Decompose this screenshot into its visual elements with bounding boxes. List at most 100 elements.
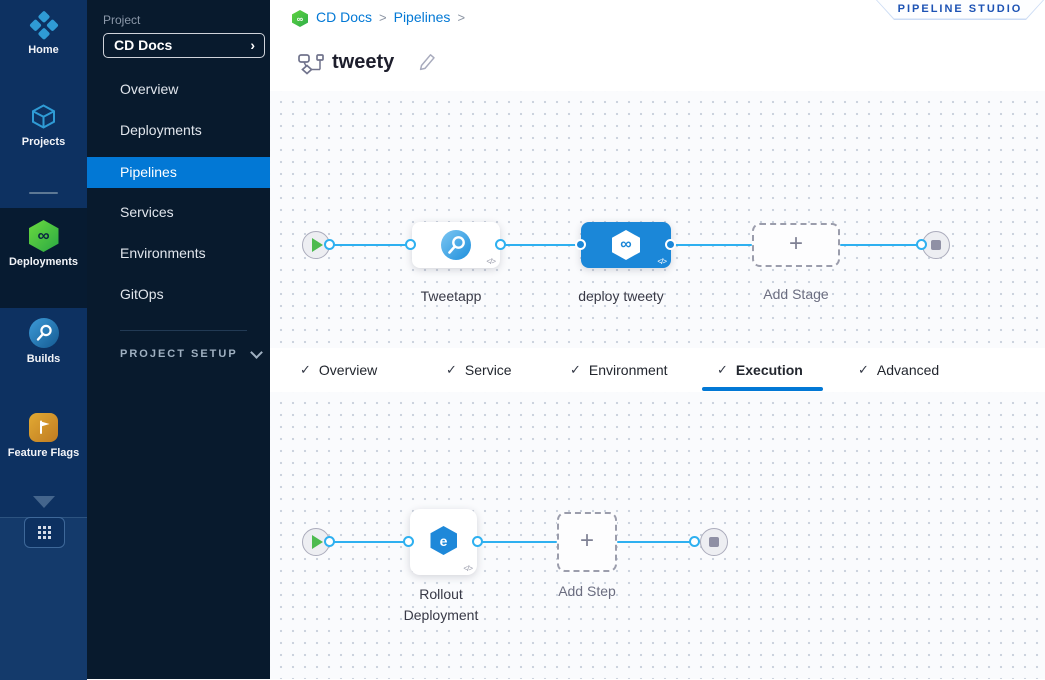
connector-line — [501, 243, 581, 246]
check-icon: ✓ — [570, 362, 581, 377]
rail-item-home[interactable]: Home — [0, 9, 87, 56]
add-stage-button[interactable]: + — [752, 223, 840, 267]
connector-port[interactable] — [665, 239, 676, 250]
pipeline-studio-badge-label: PIPELINE STUDIO — [877, 0, 1043, 19]
tab-environment[interactable]: ✓Environment — [570, 362, 668, 378]
pipeline-graph-icon — [298, 54, 324, 81]
connector-port[interactable] — [689, 536, 700, 547]
check-icon: ✓ — [858, 362, 869, 377]
check-icon: ✓ — [717, 362, 728, 377]
step-node-rollout-deployment[interactable]: e </> — [410, 509, 477, 575]
sidebar-item-deployments[interactable]: Deployments — [120, 122, 202, 138]
sidebar-item-overview[interactable]: Overview — [120, 81, 179, 97]
stage-canvas[interactable]: </> ∞ </> + Tweetapp deploy tweety Add S… — [270, 91, 1045, 348]
execution-end-node[interactable] — [700, 528, 728, 556]
breadcrumb-link-pipelines[interactable]: Pipelines — [393, 9, 451, 25]
home-icon — [28, 9, 59, 41]
chevron-down-icon — [249, 345, 263, 359]
edit-pencil-icon[interactable] — [417, 52, 437, 77]
project-setup-label: PROJECT SETUP — [120, 348, 238, 360]
check-icon: ✓ — [300, 362, 311, 377]
chevron-down-icon — [32, 496, 55, 508]
projects-icon — [0, 101, 87, 131]
chevron-right-icon: › — [250, 37, 255, 53]
connector-line — [330, 243, 411, 246]
stage-config-tabs: ✓Overview ✓Service ✓Environment ✓Executi… — [270, 348, 1045, 392]
connector-port[interactable] — [324, 536, 335, 547]
stage-node-tweetapp[interactable]: </> — [412, 222, 500, 268]
ci-stage-icon — [441, 230, 471, 260]
tab-execution[interactable]: ✓Execution — [717, 362, 803, 378]
tab-service[interactable]: ✓Service — [446, 362, 512, 378]
tab-overview[interactable]: ✓Overview — [300, 362, 378, 378]
project-selector[interactable]: CD Docs › — [103, 33, 265, 58]
cd-module-icon: ∞ — [28, 220, 59, 252]
sidebar-item-services[interactable]: Services — [120, 204, 174, 220]
connector-port[interactable] — [916, 239, 927, 250]
connector-port[interactable] — [403, 536, 414, 547]
ci-module-icon — [28, 318, 59, 348]
stop-icon — [931, 240, 941, 250]
stop-icon — [709, 537, 719, 547]
cd-breadcrumb-icon: ∞ — [292, 10, 308, 27]
connector-port[interactable] — [495, 239, 506, 250]
tab-advanced[interactable]: ✓Advanced — [858, 362, 940, 378]
execution-start-node[interactable] — [302, 528, 330, 556]
stage-node-deploy-tweety[interactable]: ∞ </> — [581, 222, 671, 268]
project-setup-toggle[interactable]: PROJECT SETUP — [120, 345, 263, 360]
selected-project-name: CD Docs — [114, 37, 173, 53]
rail-collapse-control[interactable] — [0, 496, 87, 508]
connector-port[interactable] — [472, 536, 483, 547]
code-icon[interactable]: </> — [486, 257, 496, 266]
rail-divider — [29, 192, 58, 194]
rail-item-deployments[interactable]: ∞ Deployments — [0, 220, 87, 268]
step-label: Rollout Deployment — [403, 586, 479, 623]
add-step-button[interactable]: + — [557, 512, 617, 572]
project-section-label: Project — [103, 13, 141, 27]
connector-port[interactable] — [575, 239, 586, 250]
rail-item-label: Projects — [21, 136, 66, 148]
pipeline-header: tweety VISUAL YAML — [270, 36, 1045, 114]
sidebar-item-pipelines[interactable]: Pipelines — [87, 157, 270, 188]
pipeline-title: tweety — [332, 51, 395, 73]
stage-label: Tweetapp — [420, 288, 482, 304]
rail-item-label: Builds — [26, 353, 61, 365]
sidebar-divider — [120, 330, 247, 331]
connector-line — [617, 540, 695, 543]
code-icon[interactable]: </> — [463, 564, 473, 573]
execution-canvas[interactable]: e </> + Rollout Deployment Add Step — [270, 392, 1045, 679]
project-sidebar: Project CD Docs › Overview Deployments P… — [87, 0, 270, 679]
connector-port[interactable] — [324, 239, 335, 250]
module-rail: Home Projects ∞ Deployments Builds Featu… — [0, 0, 87, 680]
connector-line — [671, 243, 752, 246]
breadcrumb-link-project[interactable]: CD Docs — [316, 9, 373, 25]
active-tab-indicator — [702, 387, 823, 391]
add-stage-label: Add Stage — [763, 286, 829, 302]
rollout-step-icon: e — [430, 526, 457, 555]
plus-icon: + — [788, 229, 803, 257]
code-icon[interactable]: </> — [657, 257, 667, 266]
plus-icon: + — [579, 526, 594, 554]
rail-item-builds[interactable]: Builds — [0, 318, 87, 365]
sidebar-item-environments[interactable]: Environments — [120, 245, 206, 261]
breadcrumb: CD Docs > Pipelines > — [316, 9, 465, 25]
connector-line — [330, 540, 409, 543]
play-icon — [312, 238, 323, 252]
check-icon: ✓ — [446, 362, 457, 377]
cd-stage-icon: ∞ — [612, 230, 640, 260]
stage-label: deploy tweety — [578, 288, 664, 304]
rail-item-feature-flags[interactable]: Feature Flags — [0, 412, 87, 459]
connector-line — [840, 243, 922, 246]
connector-line — [478, 540, 557, 543]
sidebar-item-gitops[interactable]: GitOps — [120, 286, 164, 302]
feature-flags-icon — [29, 412, 58, 442]
connector-port[interactable] — [405, 239, 416, 250]
main-content: ∞ CD Docs > Pipelines > PIPELINE STUDIO … — [270, 0, 1045, 679]
add-step-label: Add Step — [558, 583, 616, 599]
breadcrumb-separator: > — [457, 9, 466, 25]
grid-icon — [37, 525, 52, 540]
rail-item-projects[interactable]: Projects — [0, 101, 87, 148]
pipeline-studio-badge: PIPELINE STUDIO — [876, 0, 1044, 20]
module-grid-button[interactable] — [24, 517, 65, 548]
rail-item-label: Deployments — [8, 256, 79, 268]
